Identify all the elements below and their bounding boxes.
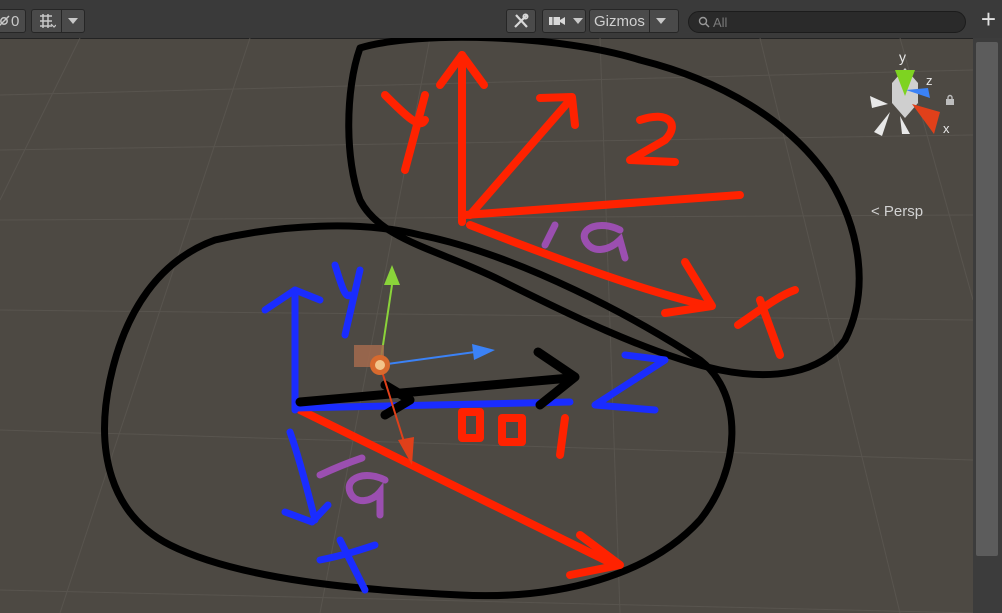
axis-z-label: z [926,73,933,88]
blue-frame [261,261,669,594]
search-input[interactable] [713,14,953,30]
scene-canvas: y [0,38,973,613]
tools-toggle-button[interactable] [506,9,536,33]
grid-toggle-group[interactable] [31,9,85,33]
hidden-count: 0 [11,12,20,30]
scene-view[interactable]: y [0,38,973,613]
scene-grid [0,38,973,613]
tools-icon [512,10,530,32]
axis-x-label: x [943,121,950,136]
gizmos-label[interactable]: Gizmos [594,12,645,30]
lock-icon[interactable] [944,94,956,106]
camera-dropdown[interactable] [542,9,586,33]
search-icon [695,16,713,28]
gizmos-dropdown[interactable]: Gizmos [589,9,679,33]
transform-gizmo[interactable] [354,265,495,465]
camera-icon [543,10,571,32]
scene-search-field[interactable] [688,11,966,33]
chevron-down-icon[interactable] [650,10,672,32]
hidden-objects-toggle[interactable]: 0 [0,9,26,33]
scrollbar-thumb[interactable] [976,42,998,556]
add-tab-button[interactable]: + [975,0,1002,38]
chevron-down-icon [571,10,585,32]
outline-loop-bottom [101,222,736,600]
orientation-gizmo[interactable]: y z x [870,49,950,136]
chevron-down-icon[interactable] [62,10,84,32]
red-frame [296,51,799,579]
plus-icon: + [980,3,997,34]
projection-label[interactable]: < Persp [871,203,924,220]
eye-slash-icon [0,10,11,32]
axis-y-label: y [899,49,906,65]
grid-icon[interactable] [32,10,61,32]
scene-toolbar: 0 Gizmos [0,0,1002,39]
angle-marks [316,221,629,519]
